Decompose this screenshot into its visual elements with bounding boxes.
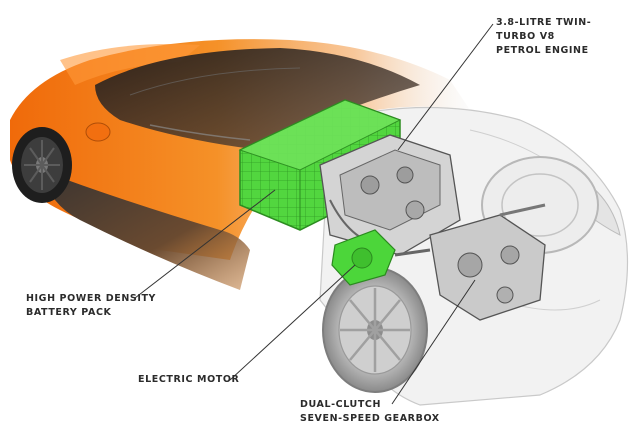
driveshaft	[499, 203, 546, 217]
battery-leader-line	[134, 189, 276, 299]
v8-engine	[319, 134, 461, 256]
electric-motor-label: ELECTRIC MOTOR	[138, 374, 240, 385]
cockpit-glass	[95, 48, 420, 150]
side-mirror	[85, 122, 111, 142]
gearbox-label: DUAL-CLUTCH SEVEN-SPEED GEARBOX	[300, 399, 440, 424]
front-wheel	[12, 127, 72, 203]
leader-lines	[134, 23, 494, 405]
seven-speed-gearbox	[394, 214, 546, 321]
motor-leader-line	[229, 264, 356, 381]
gearbox-leader-line	[391, 279, 476, 405]
engine-label: 3.8-LITRE TWIN- TURBO V8 PETROL ENGINE	[496, 17, 592, 56]
engine-leader-line	[397, 23, 494, 151]
battery-pack-label: HIGH POWER DENSITY BATTERY PACK	[26, 293, 157, 318]
front-right-wheel	[322, 267, 428, 393]
